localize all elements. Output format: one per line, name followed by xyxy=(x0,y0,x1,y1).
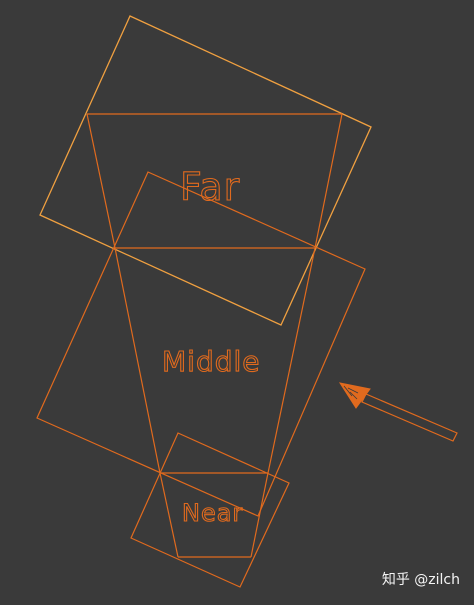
arrow-shaft xyxy=(361,393,458,442)
frustum-left-edge xyxy=(86,113,179,558)
watermark-text: 知乎 @zilch xyxy=(381,572,460,588)
arrow-head xyxy=(338,382,371,409)
light-direction-arrow xyxy=(338,382,458,442)
middle-bounding-box xyxy=(36,171,366,517)
middle-label: Middle xyxy=(162,345,261,378)
near-bounding-box xyxy=(130,432,290,588)
arrow-head-hatch xyxy=(343,385,359,400)
far-bounding-box xyxy=(39,15,372,326)
far-label: Far xyxy=(180,165,240,209)
near-label: Near xyxy=(182,499,243,527)
frustum-right-edge xyxy=(250,113,343,558)
